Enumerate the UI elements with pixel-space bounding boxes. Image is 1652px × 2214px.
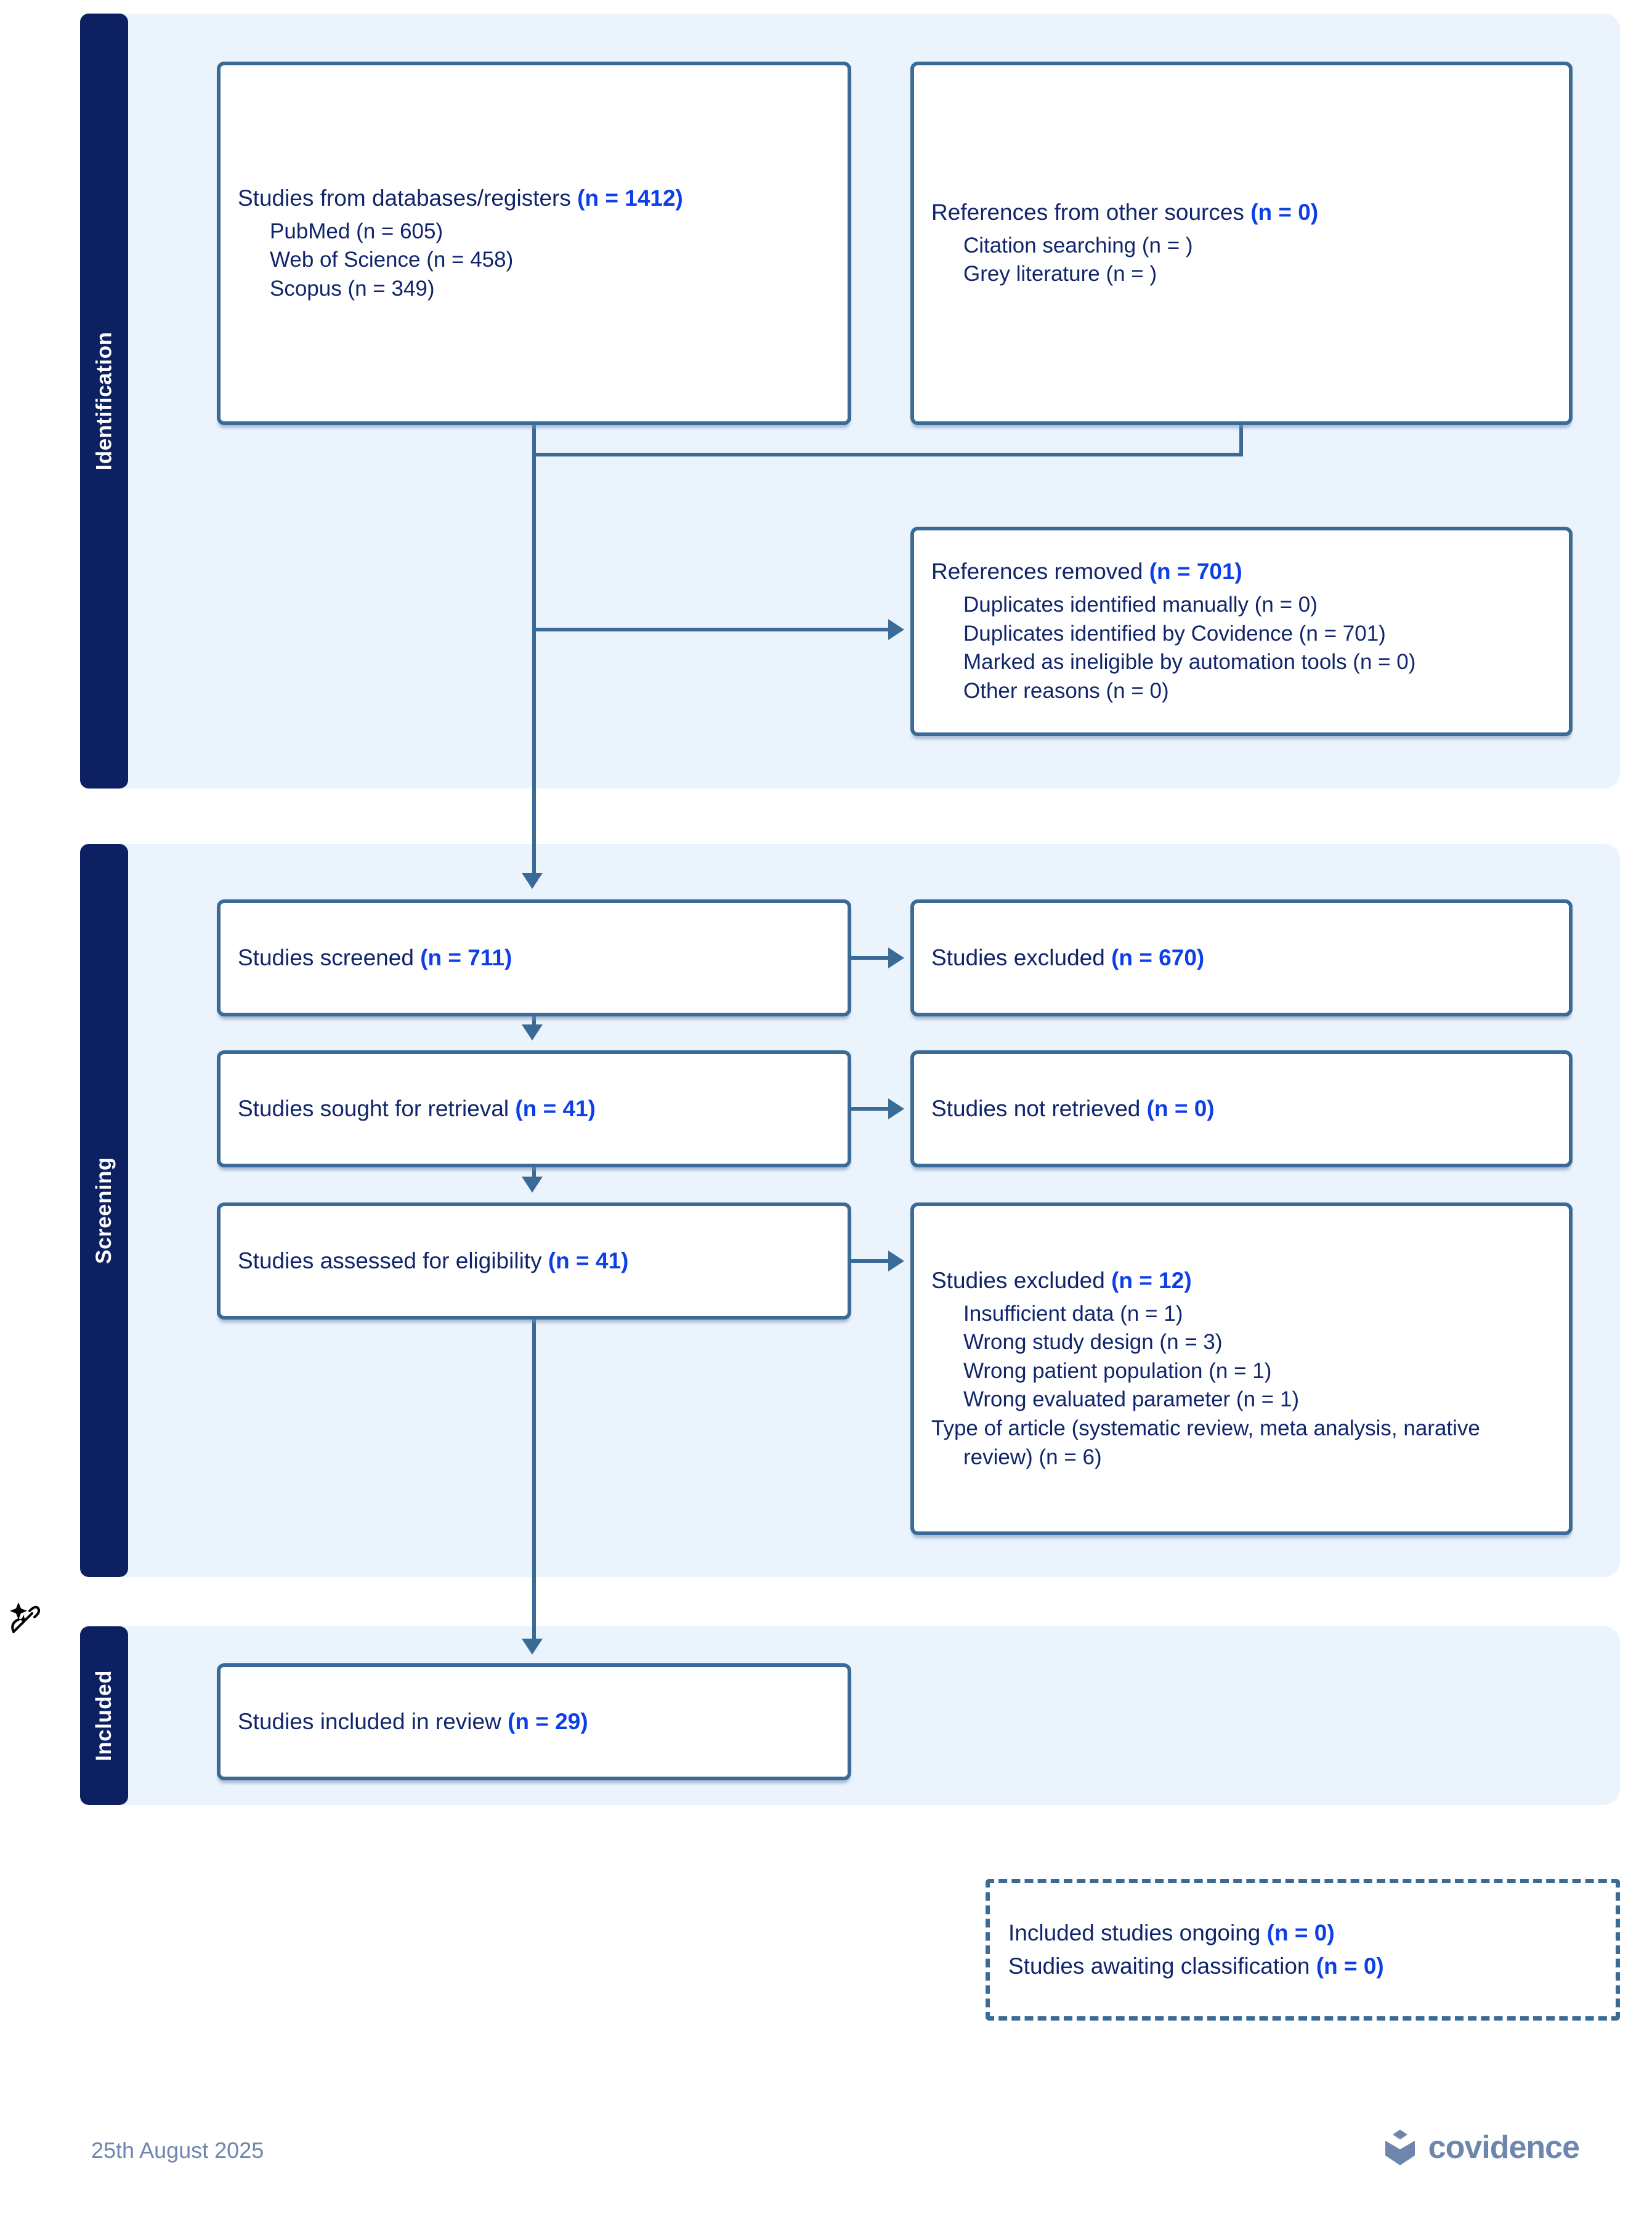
footer-date: 25th August 2025 <box>91 2138 264 2163</box>
arrowhead-to-screened <box>522 873 543 889</box>
box-not-retrieved-title: Studies not retrieved (n = 0) <box>931 1094 1552 1124</box>
box-studies-excluded[interactable]: Studies excluded (n = 670) <box>910 899 1573 1016</box>
box-ongoing-line2: Studies awaiting classification (n = 0) <box>1008 1950 1597 1983</box>
box-ongoing-and-awaiting[interactable]: Included studies ongoing (n = 0) Studies… <box>986 1879 1620 2021</box>
arrowhead-screened-to-sought <box>522 1024 543 1040</box>
box-excluded-reasons-count: (n = 12) <box>1111 1267 1192 1293</box>
stage-label-screening: Screening <box>80 844 128 1577</box>
box-studies-included-in-review[interactable]: Studies included in review (n = 29) <box>217 1663 851 1780</box>
box-screened-title: Studies screened (n = 711) <box>238 943 830 973</box>
box-excluded-reasons-title-text: Studies excluded <box>931 1267 1105 1293</box>
box-other-sources-title: References from other sources (n = 0) <box>931 198 1552 228</box>
connector-identification-trunk <box>532 453 536 631</box>
connector-databases-down <box>532 425 536 453</box>
list-item: Type of article (systematic review, meta… <box>931 1416 1480 1469</box>
arrowhead-sought-to-not-retrieved <box>888 1098 904 1119</box>
box-studies-sought-for-retrieval[interactable]: Studies sought for retrieval (n = 41) <box>217 1050 851 1167</box>
arrowhead-screened-to-excluded <box>888 947 904 968</box>
box-eligibility-count: (n = 41) <box>548 1247 629 1273</box>
box-removed-title-text: References removed <box>931 559 1143 585</box>
box-other-sources-count: (n = 0) <box>1250 200 1319 225</box>
stage-label-identification-text: Identification <box>92 331 116 471</box>
list-item: Wrong patient population (n = 1) <box>963 1358 1272 1383</box>
box-references-removed[interactable]: References removed (n = 701) Duplicates … <box>910 527 1573 736</box>
connector-sought-to-not-retrieved <box>851 1107 888 1111</box>
box-excluded-count: (n = 670) <box>1111 944 1205 970</box>
list-item: Wrong evaluated parameter (n = 1) <box>963 1387 1300 1412</box>
connector-identification-join <box>532 453 1243 456</box>
list-item: Duplicates identified by Covidence (n = … <box>963 621 1386 646</box>
box-ongoing-line1-count: (n = 0) <box>1266 1920 1335 1946</box>
box-removed-sublist: Duplicates identified manually (n = 0) D… <box>931 591 1552 705</box>
box-screened-count: (n = 711) <box>420 944 512 970</box>
list-item: Web of Science (n = 458) <box>270 248 514 272</box>
stage-label-included: Included <box>80 1626 128 1805</box>
connector-screened-to-excluded <box>851 956 888 960</box>
box-removed-count: (n = 701) <box>1149 559 1242 585</box>
covidence-wordmark: covidence <box>1428 2130 1580 2165</box>
magic-wand-cursor-icon <box>10 1602 41 1633</box>
box-not-retrieved-title-text: Studies not retrieved <box>931 1095 1141 1121</box>
arrowhead-sought-to-eligibility <box>522 1177 543 1193</box>
box-removed-title: References removed (n = 701) <box>931 557 1552 587</box>
box-included-title: Studies included in review (n = 29) <box>238 1707 830 1737</box>
box-other-sources-sublist: Citation searching (n = ) Grey literatur… <box>931 232 1552 289</box>
stage-label-screening-text: Screening <box>92 1157 116 1264</box>
box-references-other-sources[interactable]: References from other sources (n = 0) Ci… <box>910 62 1573 425</box>
list-item: Other reasons (n = 0) <box>963 678 1169 703</box>
list-item: Wrong study design (n = 3) <box>963 1330 1223 1355</box>
box-databases-title-text: Studies from databases/registers <box>238 185 571 211</box>
stage-label-included-text: Included <box>92 1670 116 1761</box>
list-item: Grey literature (n = ) <box>963 262 1157 286</box>
box-studies-assessed-for-eligibility[interactable]: Studies assessed for eligibility (n = 41… <box>217 1202 851 1320</box>
box-not-retrieved-count: (n = 0) <box>1146 1095 1215 1121</box>
connector-trunk-to-screened <box>532 628 536 873</box>
box-ongoing-line2-count: (n = 0) <box>1316 1953 1384 1979</box>
box-excluded-title: Studies excluded (n = 670) <box>931 943 1552 973</box>
covidence-book-icon <box>1385 2130 1415 2165</box>
connector-to-removed <box>532 628 888 631</box>
list-item: Marked as ineligible by automation tools… <box>963 650 1416 675</box>
connector-eligibility-to-excluded <box>851 1259 888 1263</box>
connector-sought-to-eligibility <box>532 1167 536 1184</box>
box-eligibility-title-text: Studies assessed for eligibility <box>238 1247 542 1273</box>
stage-label-identification: Identification <box>80 14 128 789</box>
box-excluded-reasons-title: Studies excluded (n = 12) <box>931 1266 1552 1296</box>
box-included-count: (n = 29) <box>508 1708 588 1734</box>
covidence-logo: covidence <box>1383 2128 1580 2167</box>
box-studies-excluded-with-reasons[interactable]: Studies excluded (n = 12) Insufficient d… <box>910 1202 1573 1535</box>
box-sought-count: (n = 41) <box>515 1095 596 1121</box>
box-eligibility-title: Studies assessed for eligibility (n = 41… <box>238 1246 830 1276</box>
list-item: Duplicates identified manually (n = 0) <box>963 593 1318 617</box>
box-databases-sublist: PubMed (n = 605) Web of Science (n = 458… <box>238 217 830 304</box>
box-sought-title-text: Studies sought for retrieval <box>238 1095 509 1121</box>
arrowhead-to-removed <box>888 619 904 640</box>
arrowhead-eligibility-to-excluded <box>888 1251 904 1271</box>
box-studies-from-databases[interactable]: Studies from databases/registers (n = 14… <box>217 62 851 425</box>
box-screened-title-text: Studies screened <box>238 944 414 970</box>
list-item: Insufficient data (n = 1) <box>963 1301 1183 1326</box>
box-excluded-reasons-sublist: Insufficient data (n = 1) Wrong study de… <box>931 1300 1552 1472</box>
box-databases-count: (n = 1412) <box>577 185 683 211</box>
box-sought-title: Studies sought for retrieval (n = 41) <box>238 1094 830 1124</box>
box-excluded-title-text: Studies excluded <box>931 944 1105 970</box>
box-ongoing-line1: Included studies ongoing (n = 0) <box>1008 1916 1597 1950</box>
box-ongoing-line2-text: Studies awaiting classification <box>1008 1953 1310 1979</box>
connector-screened-to-sought <box>532 1016 536 1032</box>
list-item: Scopus (n = 349) <box>270 276 435 301</box>
box-included-title-text: Studies included in review <box>238 1708 501 1734</box>
box-databases-title: Studies from databases/registers (n = 14… <box>238 184 830 214</box>
box-studies-not-retrieved[interactable]: Studies not retrieved (n = 0) <box>910 1050 1573 1167</box>
box-other-sources-title-text: References from other sources <box>931 200 1244 225</box>
box-studies-screened[interactable]: Studies screened (n = 711) <box>217 899 851 1016</box>
connector-other-sources-down <box>1239 425 1243 453</box>
arrowhead-to-included <box>522 1639 543 1655</box>
connector-eligibility-to-included <box>532 1320 536 1646</box>
box-ongoing-line1-text: Included studies ongoing <box>1008 1920 1261 1946</box>
list-item: Citation searching (n = ) <box>963 233 1193 257</box>
list-item: PubMed (n = 605) <box>270 219 443 243</box>
